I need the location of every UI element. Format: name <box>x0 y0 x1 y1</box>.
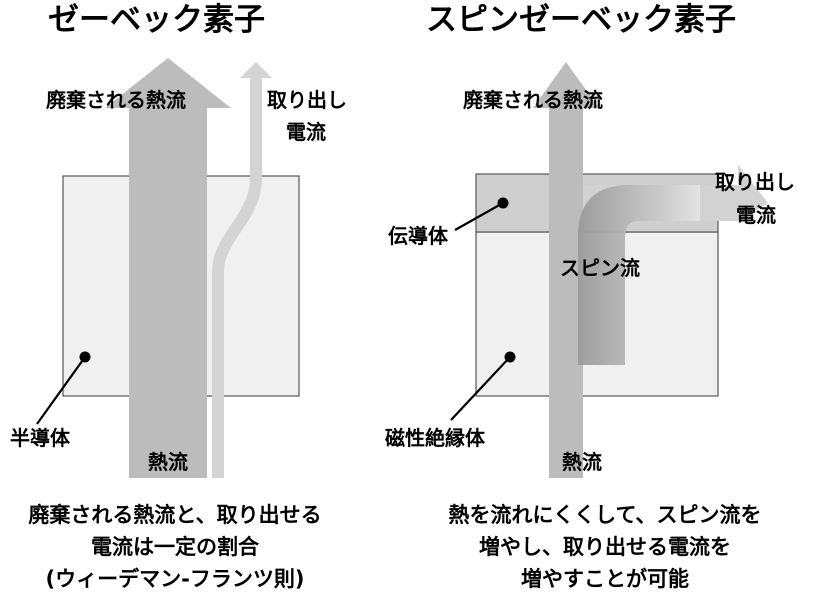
right-conductor-label: 伝導体 <box>388 224 448 248</box>
right-magnetic-insulator-label: 磁性絶縁体 <box>385 426 485 450</box>
left-heat-flow-label: 熱流 <box>148 450 188 474</box>
right-heat-flow-label: 熱流 <box>562 450 602 474</box>
left-extracted-current-label-1: 取り出し <box>267 88 347 112</box>
left-title: ゼーベック素子 <box>48 2 265 38</box>
left-caption-line-1: 廃棄される熱流と、取り出せる <box>28 503 322 527</box>
magnetic-insulator-pointer-line <box>450 356 511 421</box>
right-caption-line-3: 増やすことが可能 <box>521 567 689 591</box>
right-waste-heat-label: 廃棄される熱流 <box>463 88 603 112</box>
left-caption-line-3: (ウィーデマン-フランツ則) <box>45 567 305 591</box>
spin-current-band <box>578 185 700 365</box>
extracted-current-thin-arrow <box>212 62 272 478</box>
right-extracted-current-label-2: 電流 <box>736 203 776 227</box>
heat-flow-arrow <box>105 58 231 478</box>
right-title: スピンゼーベック素子 <box>426 2 736 38</box>
left-caption-line-2: 電流は一定の割合 <box>91 535 259 559</box>
semiconductor-pointer-line <box>36 356 86 425</box>
conductor-pointer-line <box>454 202 504 231</box>
right-extracted-current-label-1: 取り出し <box>715 170 795 194</box>
right-caption-line-1: 熱を流れにくくして、スピン流を <box>448 503 762 527</box>
right-spin-current-label: スピン流 <box>560 256 640 280</box>
left-semiconductor-label: 半導体 <box>10 426 70 450</box>
heat-flow-arrow-right <box>533 62 599 478</box>
right-caption-line-2: 増やし、取り出せる電流を <box>479 535 731 559</box>
left-extracted-current-label-2: 電流 <box>286 120 326 144</box>
left-waste-heat-label: 廃棄される熱流 <box>46 88 186 112</box>
